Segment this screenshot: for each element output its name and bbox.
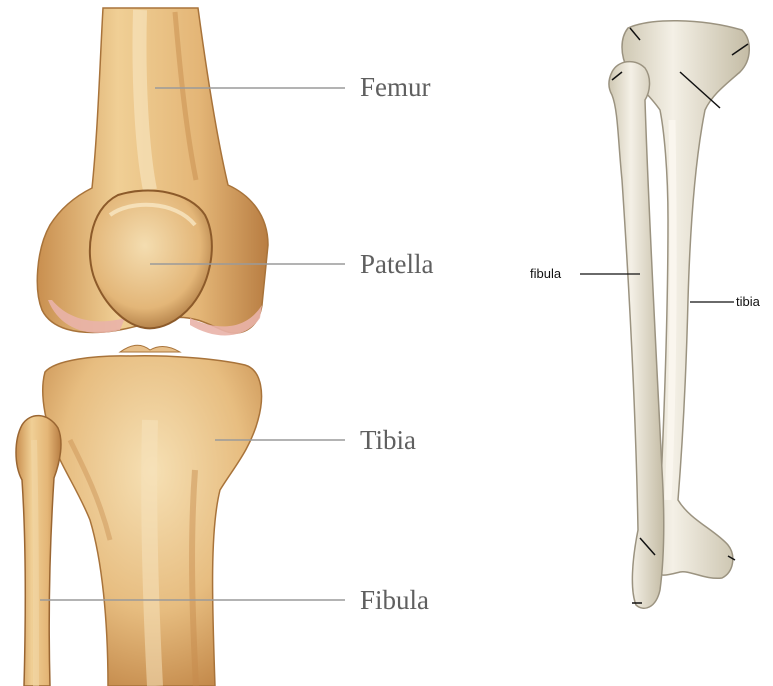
right-fibula-bone xyxy=(609,62,664,609)
fibula-label: Fibula xyxy=(360,587,429,614)
tibia-label: Tibia xyxy=(360,427,416,454)
patella-label: Patella xyxy=(360,251,433,278)
right-fibula-label: fibula xyxy=(530,267,561,280)
right-tibia-label: tibia xyxy=(736,295,760,308)
femur-label: Femur xyxy=(360,74,431,101)
